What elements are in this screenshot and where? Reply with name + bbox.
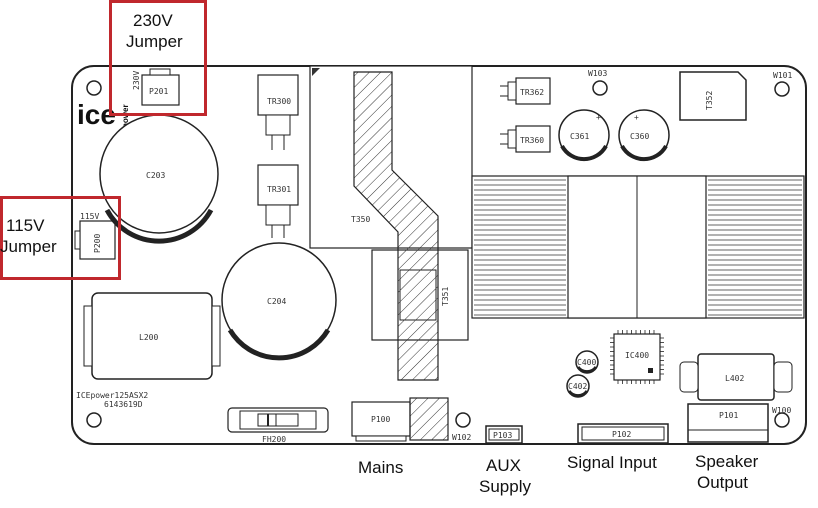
tr300-label: TR300 [267,97,291,106]
speaker-output-caption: Speaker Output [695,451,758,493]
p101-label: P101 [719,411,738,420]
aux-line1: AUX [486,456,521,475]
p101-connector [687,403,769,443]
board-model: ICEpower125ASX2 [76,391,148,400]
tr300-transistor [257,74,299,116]
tr360-label: TR360 [520,136,544,145]
p100-label: P100 [371,415,390,424]
jumper-115v-line2: Jumper [0,237,57,256]
isolation-strip [353,71,439,381]
w101-label: W101 [773,71,792,80]
jumper-230v-caption: 230V Jumper [126,10,183,52]
aux-supply-caption: AUX Supply [479,455,531,497]
mounting-hole-top-left [86,80,102,96]
p200-jumper [79,220,116,260]
t352-component [679,71,747,121]
w102-label: W102 [452,433,471,442]
jumper-115v-caption: 115V Jumper [0,215,57,257]
speaker-line1: Speaker [695,452,759,471]
t351-label: T351 [441,287,450,306]
tr360-transistor [515,125,551,153]
p201-label: P201 [149,87,168,96]
mounting-hole-w100 [774,412,790,428]
c203-label: C203 [146,171,165,180]
mains-caption: Mains [358,458,404,477]
jumper-115v-line1: 115V [6,216,45,235]
p200-tag: 115V [80,212,99,221]
c402-label: C402 [568,382,587,391]
l200-label: L200 [139,333,158,342]
fh200-label: FH200 [262,435,286,444]
c400-label: C400 [577,358,596,367]
speaker-line2: Output [697,473,749,492]
aux-line2: Supply [479,477,531,496]
svg-text:+: + [634,113,639,122]
mounting-hole-w101 [774,81,790,97]
t352-label: T352 [705,91,714,110]
board-part-number: 6143619D [104,400,143,409]
tr301-transistor [257,164,299,206]
jumper-230v-line1: 230V [133,11,173,30]
c360-label: C360 [630,132,649,141]
w100-label: W100 [772,406,791,415]
jumper-230v-line2: Jumper [126,32,183,51]
tr301-label: TR301 [267,185,291,194]
l402-label: L402 [725,374,744,383]
jumper-115v-highlight [0,196,121,280]
c361-label: C361 [570,132,589,141]
w103-label: W103 [588,69,607,78]
c204-label: C204 [267,297,286,306]
t350-label: T350 [351,215,370,224]
p103-label: P103 [493,431,512,440]
ic400-label: IC400 [625,351,649,360]
p102-label: P102 [612,430,631,439]
signal-input-caption: Signal Input [567,453,657,472]
brand-logo-sub: power [121,104,130,128]
p200-label: P200 [93,234,102,253]
jumper-230v-highlight [109,0,207,116]
svg-text:+: + [596,113,601,122]
mounting-hole-bottom-left [86,412,102,428]
mounting-hole-w102 [455,412,471,428]
p201-tag: 230V [132,71,141,90]
mounting-hole-w103 [592,80,608,96]
tr362-label: TR362 [520,88,544,97]
